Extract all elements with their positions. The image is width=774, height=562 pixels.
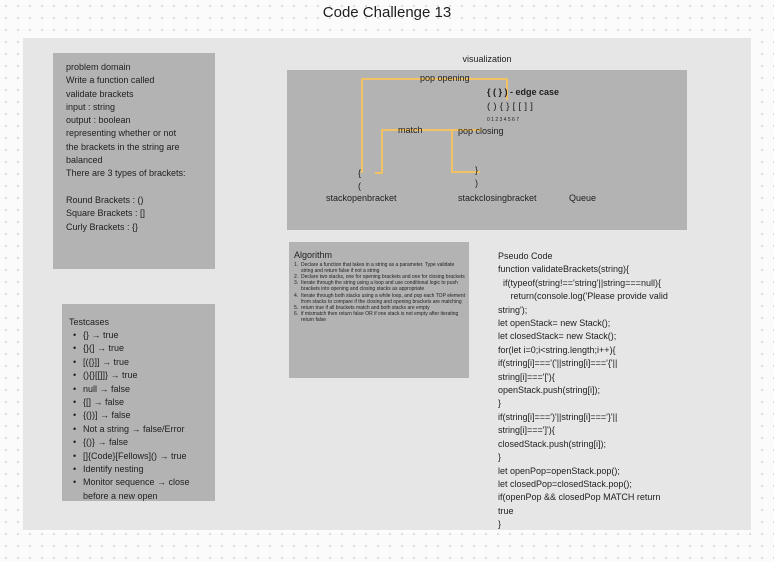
problem-domain-card[interactable] — [53, 53, 215, 269]
algorithm-step: 1.Declare a function that takes in a str… — [294, 262, 466, 274]
algorithm-step-text: if mismatch then return false OR if one … — [301, 310, 459, 323]
algorithm-step: 5.return true if all brackets match and … — [294, 305, 466, 311]
algorithm-step: 3.Iterate through the string using a loo… — [294, 280, 466, 292]
testcase-item: Monitor sequence → close before a new op… — [69, 476, 215, 503]
pseudo-code-line: if(string[i]===')'||string[i]==='}'|| — [498, 411, 618, 422]
algorithm-step-text: Declare two stacks, one for opening brac… — [301, 274, 465, 281]
algorithm-step: 2.Declare two stacks, one for opening br… — [294, 274, 466, 280]
pseudo-code-line: let openPop=openStack.pop(); — [498, 465, 620, 476]
problem-line: the brackets in the string are — [66, 141, 180, 152]
problem-line: Write a function called — [66, 75, 155, 86]
testcase-item: {}(] → true — [69, 342, 215, 356]
stack-closing-label: stackclosingbracket — [458, 193, 537, 203]
testcases-title: Testcases — [69, 317, 110, 327]
testcase-item: {[] → false — [69, 396, 215, 410]
problem-line: balanced — [66, 155, 103, 166]
problem-line: input : string — [66, 101, 116, 112]
pseudo-code-line: let openStack= new Stack(); — [498, 318, 611, 329]
pseudo-code-line: let closedPop=closedStack.pop(); — [498, 478, 632, 489]
pseudo-code-line: return(console.log('Please provide valid — [498, 291, 668, 302]
edge-case-label: { ( } ) - edge case — [487, 87, 560, 97]
problem-line: representing whether or not — [66, 128, 177, 139]
page-title: Code Challenge 13 — [322, 4, 452, 21]
testcase-item: []{Code}[Fellows]() → true — [69, 450, 215, 464]
testcases-list: {} → true{}(] → true[({}]] → true(){}[[]… — [69, 329, 215, 503]
problem-line: validate brackets — [66, 88, 134, 99]
visualization-card[interactable] — [287, 70, 687, 230]
problem-line: There are 3 types of brackets: — [66, 168, 186, 179]
problem-line: Round Brackets : () — [66, 194, 144, 205]
pseudo-code-line: if(string[i]==='('||string[i]==='{'|| — [498, 358, 618, 369]
pop-opening-label: pop opening — [420, 73, 470, 83]
pseudo-code-line: } — [498, 452, 502, 463]
algorithm-step-text: return true if all brackets match and bo… — [301, 304, 430, 311]
pseudo-code-line: } — [498, 519, 502, 530]
algorithm-step-text: Iterate through both stacks using a whil… — [301, 292, 465, 305]
pseudo-code: Pseudo Code function validateBrackets(str… — [498, 250, 688, 532]
pseudo-code-line: function validateBrackets(string){ — [498, 264, 630, 275]
pseudo-code-line: true — [498, 505, 514, 516]
testcase-item: Identify nesting — [69, 463, 215, 477]
open-brace: { — [358, 168, 362, 178]
problem-line: output : boolean — [66, 115, 131, 126]
queue-label: Queue — [569, 193, 597, 203]
pseudo-code-line: for(let i=0;i<string.length;i++){ — [498, 344, 616, 355]
problem-line: Square Brackets : [] — [66, 208, 146, 219]
algorithm-step-text: Declare a function that takes in a strin… — [301, 262, 455, 274]
algorithm-step: 4.Iterate through both stacks using a wh… — [294, 293, 466, 305]
match-label: match — [398, 125, 423, 135]
pseudo-code-line: Pseudo Code — [498, 251, 553, 261]
testcase-item: null → false — [69, 383, 215, 397]
algorithm-step-text: Iterate through the string using a loop … — [301, 280, 458, 293]
pseudo-code-line: let closedStack= new Stack(); — [498, 331, 617, 342]
pseudo-code-line: string'); — [498, 304, 528, 315]
algorithm-title: Algorithm — [294, 250, 333, 260]
pseudo-code-line: closedStack.push(string[i]); — [498, 438, 607, 449]
pop-closing-arrow — [451, 130, 480, 173]
algorithm-step-number: 4. — [294, 292, 299, 299]
open-paren: ( — [358, 181, 361, 191]
pseudo-code-line: if(typeof(string!=='string'||string===nu… — [498, 277, 661, 288]
pseudo-code-line: string[i]===']'){ — [498, 425, 555, 436]
pseudo-code-line: openStack.push(string[i]); — [498, 385, 601, 396]
testcase-item: {} → true — [69, 329, 215, 343]
algorithm-step-number: 2. — [294, 274, 299, 281]
algorithm-step: 6.if mismatch then return false OR if on… — [294, 311, 466, 323]
problem-line: Curly Brackets : {} — [66, 221, 139, 232]
close-paren: ) — [475, 178, 478, 188]
algorithm-card[interactable] — [289, 242, 469, 378]
visualization-label: visualization — [462, 54, 512, 64]
pop-opening-arrow — [361, 78, 508, 173]
sample-indices: 0 1 2 3 4 5 6 7 — [487, 117, 519, 123]
pseudo-code-line: if(openPop && closedPop MATCH return — [498, 492, 661, 503]
problem-line — [66, 181, 206, 194]
close-brace: } — [475, 165, 479, 175]
pop-closing-label: pop closing — [458, 126, 504, 136]
algorithm-step-number: 1. — [294, 262, 299, 268]
algorithm-step-number: 5. — [294, 304, 299, 311]
testcase-item: Not a string → false/Error — [69, 423, 215, 437]
testcase-item: {(})] → false — [69, 409, 215, 423]
stack-open-label: stackopenbracket — [326, 193, 397, 203]
pseudo-code-line: string[i]==='['){ — [498, 371, 555, 382]
algorithm-step-number: 6. — [294, 310, 299, 317]
testcase-item: (){}[[]]} → true — [69, 369, 215, 383]
pseudo-code-line: } — [498, 398, 502, 409]
algorithm-step-number: 3. — [294, 280, 299, 287]
visualization-arrows — [361, 78, 508, 174]
match-arrow — [375, 129, 482, 174]
testcase-item: [({}]] → true — [69, 356, 215, 370]
algorithm-steps: 1.Declare a function that takes in a str… — [294, 262, 466, 323]
problem-line: problem domain — [66, 62, 131, 72]
sample-string: ( ) { } [ [ ] ] — [487, 101, 534, 112]
testcase-item: {()} → false — [69, 436, 215, 450]
